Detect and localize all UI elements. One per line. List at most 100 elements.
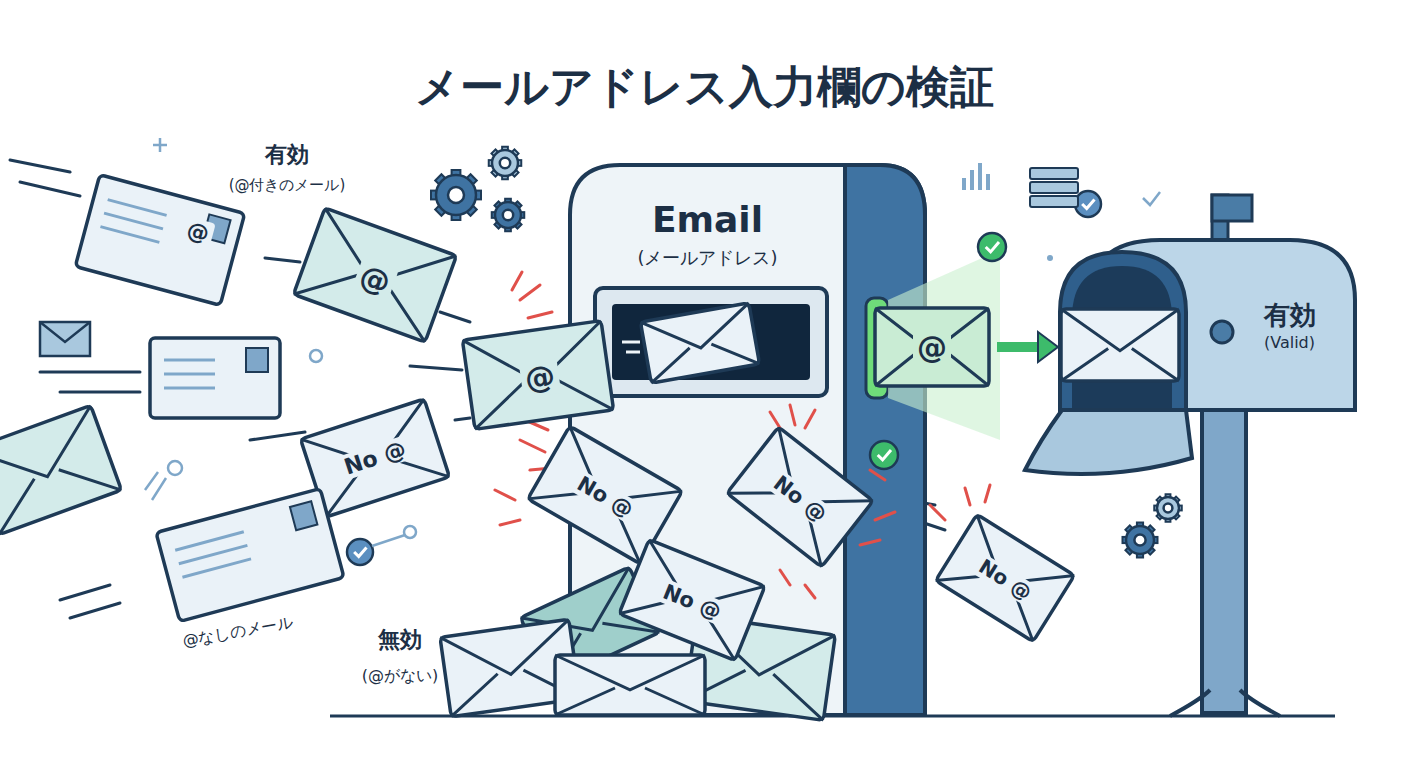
flap xyxy=(545,426,682,533)
envelope xyxy=(1061,309,1179,381)
mailbox-door xyxy=(1025,410,1192,474)
red-spark xyxy=(805,585,815,598)
card-line xyxy=(164,359,215,362)
envelope xyxy=(619,539,765,660)
red-spark xyxy=(965,488,970,505)
bar xyxy=(962,178,966,190)
paper xyxy=(293,208,456,342)
valid-heading: 有効 xyxy=(265,142,309,167)
server-unit xyxy=(1030,168,1078,179)
dot xyxy=(1047,255,1053,261)
icon-flap xyxy=(40,322,90,342)
gear-body xyxy=(1157,497,1179,519)
mailbox-knob xyxy=(1211,321,1233,343)
envelope xyxy=(293,208,456,342)
validator-machine: Email(メールアドレス) xyxy=(570,165,925,715)
flap xyxy=(875,308,989,386)
input-slot xyxy=(595,288,827,396)
gear-icon xyxy=(489,147,522,180)
postcard xyxy=(75,175,244,306)
mailbox-post xyxy=(1202,408,1246,713)
fold xyxy=(727,463,845,567)
flap xyxy=(749,427,874,539)
bar xyxy=(978,163,982,190)
gear-hole xyxy=(1134,534,1145,545)
postcard xyxy=(150,338,280,418)
gear-body xyxy=(492,150,518,176)
node-heading: 有効 xyxy=(1264,298,1316,333)
check-icon xyxy=(347,539,373,565)
gear-icon xyxy=(492,199,525,232)
paper xyxy=(462,321,613,430)
server-unit xyxy=(1030,196,1078,207)
node-heading: @ xyxy=(913,330,951,365)
arrow-head xyxy=(1038,332,1058,362)
paper xyxy=(875,308,989,386)
check-mark xyxy=(878,450,891,460)
small-check xyxy=(1143,192,1160,205)
card-line xyxy=(164,387,215,390)
postcard xyxy=(156,489,344,622)
check-mark xyxy=(1082,199,1094,208)
paper xyxy=(1061,309,1179,381)
gear-hole xyxy=(448,187,464,203)
valid-note: (@付きのメール) xyxy=(229,177,346,194)
gear-body xyxy=(1126,526,1154,554)
fold xyxy=(646,337,759,384)
flap xyxy=(555,655,705,690)
flow-arrow xyxy=(997,332,1058,362)
red-spark xyxy=(870,470,885,480)
paper xyxy=(75,175,244,306)
gear-body xyxy=(436,175,476,215)
paper xyxy=(640,303,759,383)
mailbox-opening xyxy=(1060,252,1186,410)
at-mark: @ xyxy=(519,358,561,397)
dot xyxy=(310,350,322,362)
red-spark xyxy=(512,272,522,290)
card-line xyxy=(175,532,244,550)
bar-chart-icon xyxy=(962,163,990,190)
fold xyxy=(293,255,439,342)
arrow-shaft xyxy=(997,342,1038,352)
envelopes xyxy=(0,175,1179,721)
card-line xyxy=(104,213,163,229)
card-line xyxy=(182,559,251,577)
check-mark xyxy=(354,547,366,556)
envelope xyxy=(462,321,613,430)
paper xyxy=(555,655,705,715)
check-circle xyxy=(978,233,1006,261)
server-unit xyxy=(1030,182,1078,193)
title: メールアドレス入力欄の検証 xyxy=(0,58,1408,117)
envelope xyxy=(727,427,873,567)
gear-icon xyxy=(1123,523,1158,558)
dot xyxy=(404,526,416,538)
mailbox-flag xyxy=(1212,195,1252,221)
mailbox: 有効(Valid) xyxy=(1060,240,1355,410)
server-icon xyxy=(1030,168,1078,207)
red-spark xyxy=(520,285,540,300)
red-spark xyxy=(780,570,790,585)
check-circle xyxy=(870,441,898,469)
red-spark xyxy=(500,520,520,525)
paper xyxy=(936,514,1075,641)
red-spark xyxy=(770,412,780,428)
check-mark xyxy=(986,242,999,252)
flap xyxy=(301,399,439,484)
flap xyxy=(307,208,457,306)
flap xyxy=(632,539,765,629)
fold xyxy=(936,551,1052,642)
fold xyxy=(1061,349,1179,381)
flap xyxy=(0,405,109,499)
flap xyxy=(640,303,755,358)
paper xyxy=(150,338,280,418)
gear-icon xyxy=(431,170,481,220)
envelope xyxy=(555,655,705,715)
flap xyxy=(953,514,1074,613)
paper xyxy=(727,427,873,567)
bar xyxy=(986,174,990,190)
key-lines xyxy=(145,472,166,500)
small-envelope-icon xyxy=(40,322,90,356)
flap xyxy=(1061,309,1179,351)
fold xyxy=(555,688,705,715)
